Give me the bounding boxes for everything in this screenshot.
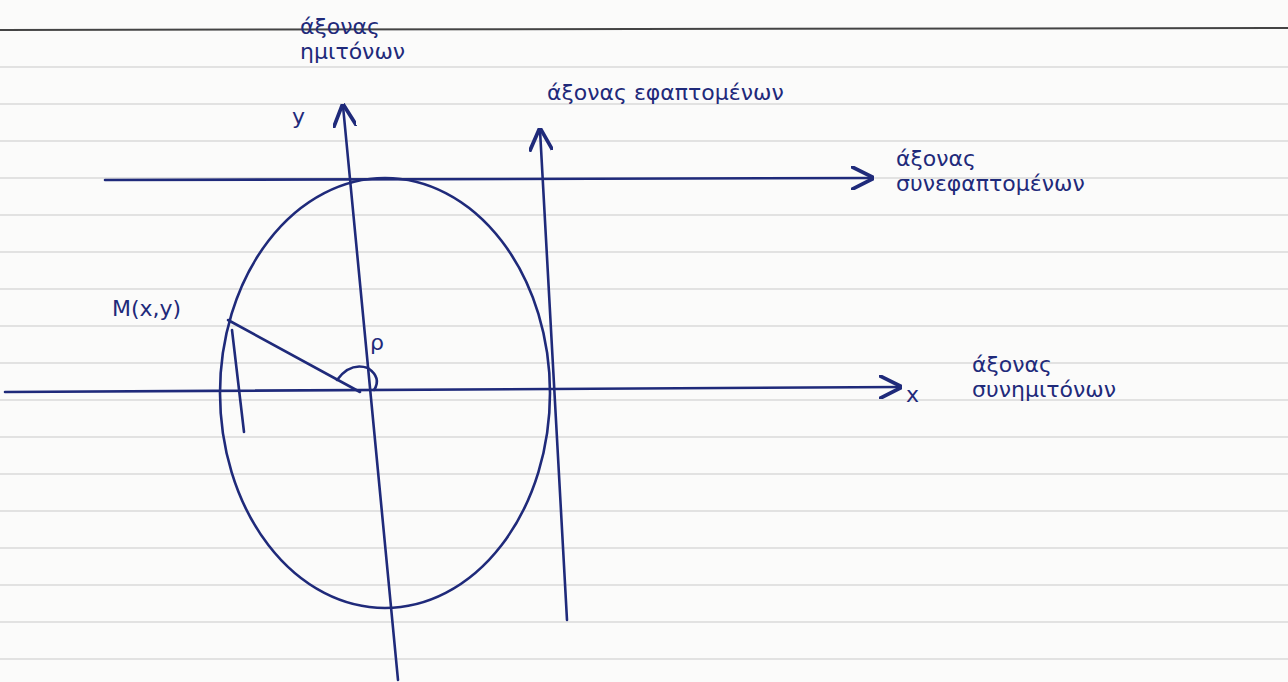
angle-arc <box>337 367 377 391</box>
point-label: M(x,y) <box>112 296 181 321</box>
axis-label: άξονας εφαπτομένων <box>547 80 784 105</box>
radius <box>228 320 360 392</box>
ruled-line <box>0 659 1288 660</box>
ruled-line <box>0 511 1288 512</box>
ruled-line <box>0 363 1288 364</box>
ruled-line <box>0 548 1288 549</box>
axis-letter: y <box>292 104 305 129</box>
axis-label: άξονας συνεφαπτομένων <box>896 146 1136 197</box>
ruled-line <box>0 67 1288 68</box>
projection-tick <box>232 330 244 432</box>
ruled-line <box>0 141 1288 142</box>
ruled-line <box>0 215 1288 216</box>
cosine-axis <box>5 387 900 392</box>
ruled-line <box>0 289 1288 290</box>
axis-letter: x <box>906 382 919 407</box>
sine-axis <box>343 106 398 680</box>
ruled-line <box>0 252 1288 253</box>
axis-label: άξονας συνημιτόνων <box>972 352 1192 403</box>
top-margin-line <box>0 28 1288 30</box>
cotangent-axis <box>105 178 872 180</box>
axis-label: άξονας ημιτόνων <box>300 14 450 65</box>
angle-label: ρ <box>370 330 384 355</box>
ruled-lines <box>0 67 1288 659</box>
ruled-line <box>0 585 1288 586</box>
ruled-line <box>0 622 1288 623</box>
tangent-axis <box>540 130 567 620</box>
ruled-line <box>0 474 1288 475</box>
ruled-line <box>0 326 1288 327</box>
ruled-line <box>0 437 1288 438</box>
